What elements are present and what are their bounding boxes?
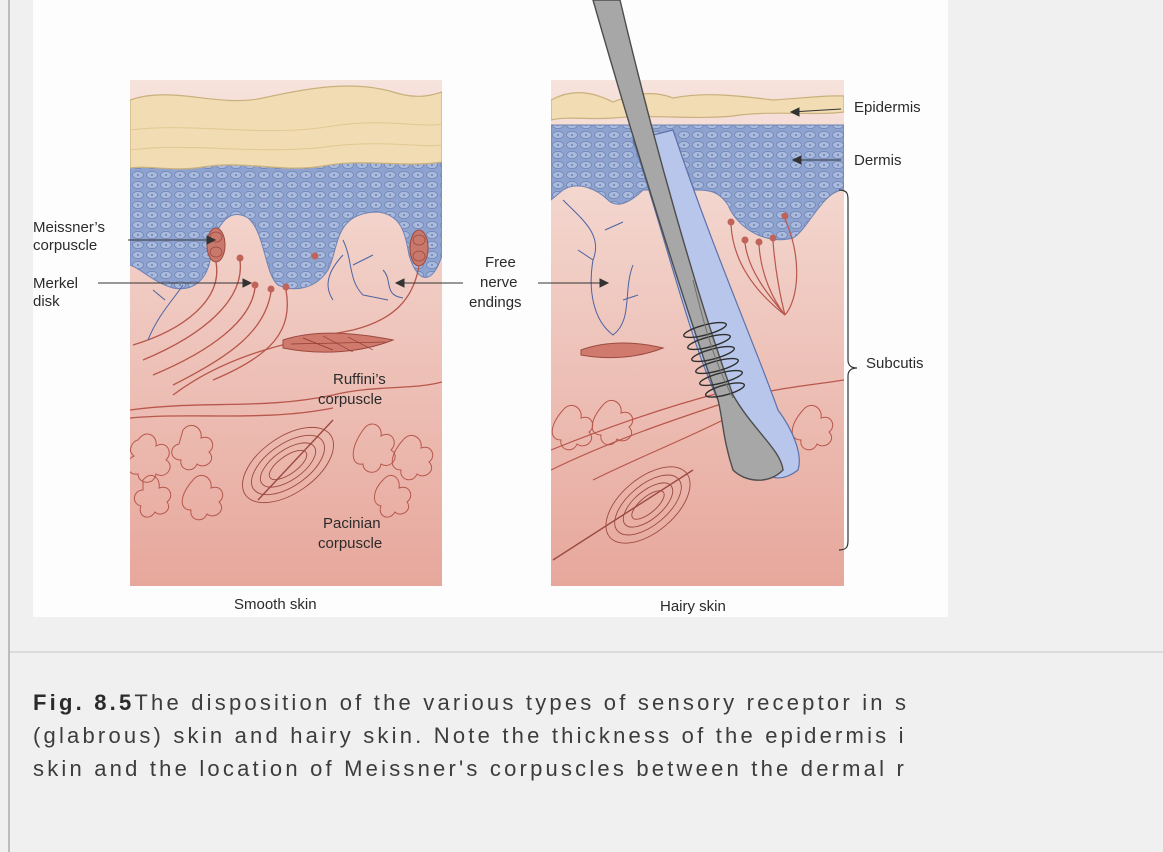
label-smooth-skin: Smooth skin bbox=[234, 596, 317, 614]
label-subcutis: Subcutis bbox=[866, 355, 924, 373]
left-border-rule bbox=[8, 0, 10, 852]
label-dermis: Dermis bbox=[854, 152, 902, 170]
label-meissner-line2: corpuscle bbox=[33, 237, 97, 255]
caption-line-3: skin and the location of Meissner's corp… bbox=[33, 752, 1163, 785]
label-merkel-line1: Merkel bbox=[33, 275, 78, 293]
label-hairy-skin: Hairy skin bbox=[660, 598, 726, 616]
label-merkel-line2: disk bbox=[33, 293, 60, 311]
label-meissner-line1: Meissner’s bbox=[33, 219, 105, 237]
label-pacinian-line2: corpuscle bbox=[318, 535, 382, 553]
label-free-line1: Free bbox=[485, 254, 516, 272]
caption-text-1: The disposition of the various types of … bbox=[134, 690, 909, 715]
figure-caption: Fig. 8.5The disposition of the various t… bbox=[33, 686, 1163, 816]
smooth-skin-block bbox=[128, 80, 442, 586]
caption-line-2: (glabrous) skin and hairy skin. Note the… bbox=[33, 719, 1163, 752]
label-free-line2: nerve bbox=[480, 274, 518, 292]
caption-divider bbox=[10, 651, 1163, 653]
label-epidermis: Epidermis bbox=[854, 99, 921, 117]
caption-line-1: Fig. 8.5The disposition of the various t… bbox=[33, 686, 1163, 719]
label-pacinian-line1: Pacinian bbox=[323, 515, 381, 533]
label-ruffini-line2: corpuscle bbox=[318, 391, 382, 409]
label-free-line3: endings bbox=[469, 294, 522, 312]
figure-number: Fig. 8.5 bbox=[33, 690, 134, 715]
figure-image: Epidermis Dermis Subcutis Meissner’s cor… bbox=[33, 0, 948, 617]
label-ruffini-line1: Ruffini’s bbox=[333, 371, 386, 389]
